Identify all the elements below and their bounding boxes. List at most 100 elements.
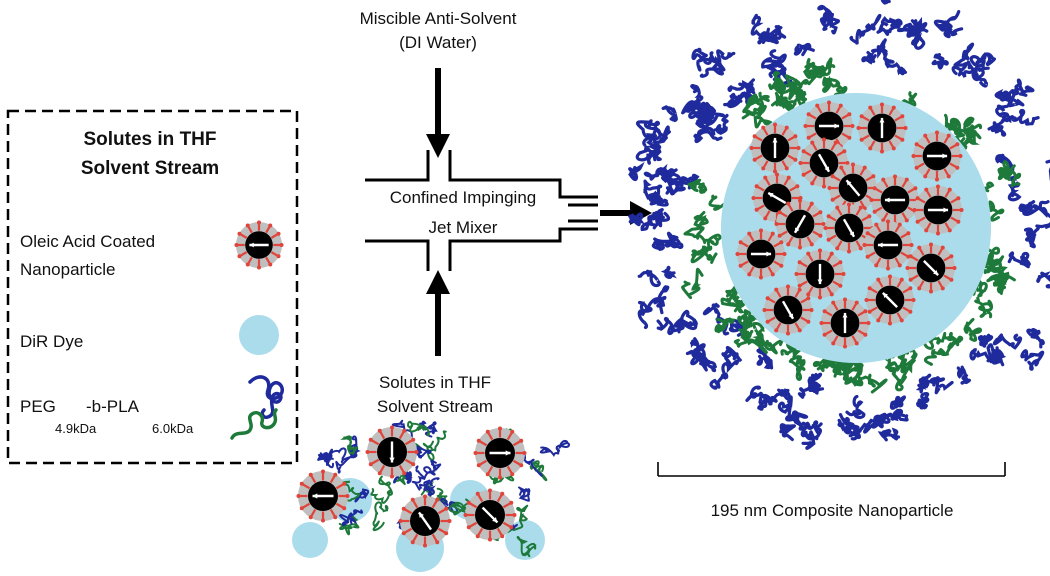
pla-layer-chain [844,372,888,394]
pla-chain [407,420,430,437]
peg-corona-chain [837,413,855,435]
pla-chain [338,514,360,536]
pla-layer-chain [757,91,770,116]
peg-corona-chain [1007,108,1040,126]
pla-chain [516,535,537,558]
peg-corona-chain [666,231,684,249]
nanoparticle [463,488,517,542]
solvent-label-line2: Solvent Stream [377,397,493,416]
pla-layer-chain [954,116,975,136]
pla-chain [512,504,529,532]
peg-corona-chain [845,394,866,420]
pla-layer-chain [997,164,1016,181]
pla-chain [370,475,393,504]
nanoparticle [862,219,914,271]
nanoparticle [735,228,787,280]
peg-corona-chain [880,0,891,5]
solvent-inlet-arrow [426,270,450,356]
peg-corona-chain [1020,349,1045,371]
antisolvent-label-line2: (DI Water) [399,33,477,52]
nanoparticle [864,274,916,326]
pla-layer-chain [733,329,754,348]
legend-title-line1: Solutes in THF [84,129,217,150]
nanoparticle [398,494,452,548]
peg-corona-chain [640,208,664,232]
peg-corona-chain [656,316,685,336]
pla-layer-chain [848,359,864,387]
scale-bar [657,462,1006,477]
peg-corona-chain [635,145,657,165]
peg-corona-chain [690,350,711,367]
pla-layer-chain [693,211,709,231]
legend-dye-label: DiR Dye [20,332,83,351]
peg-corona-chain [992,104,1012,128]
pla-layer-chain [703,238,719,264]
peg-corona-chain [995,153,1015,173]
peg-corona-chain [1018,200,1041,217]
peg-corona-chain [953,42,975,73]
legend-title-line2: Solvent Stream [81,158,219,179]
peg-corona-chain [1027,222,1050,238]
pla-layer-chain [899,358,916,384]
peg-corona-chain [931,53,949,70]
peg-corona-chain [660,265,677,279]
mixer-label-line2: Jet Mixer [429,218,498,237]
pla-layer-chain [681,267,704,300]
pla-layer-chain [714,317,736,334]
peg-corona-chain [966,55,986,82]
pla-chain [340,435,359,455]
pla-layer-chain [788,354,806,381]
peg-corona-chain [911,25,929,50]
peg-corona-chain [665,179,686,196]
peg-corona-chain [951,65,989,88]
peg-corona-chain [713,113,729,135]
antisolvent-label-line1: Miscible Anti-Solvent [360,9,517,28]
pla-chain [340,480,361,502]
scale-label: 195 nm Composite Nanoparticle [711,501,954,520]
peg-corona-chain [651,236,678,251]
pla-layer-chain [885,361,904,392]
pla-layer-chain [923,345,953,366]
peg-corona-chain [691,47,712,72]
peg-corona-chain [1024,227,1037,249]
legend-pla-mw: 6.0kDa [152,421,194,436]
pla-layer-chain [720,286,739,313]
peg-chain [319,448,333,466]
peg-corona-chain [987,121,1007,137]
peg-corona-chain [790,410,809,431]
peg-corona-chain [807,372,820,394]
peg-corona-chain [861,51,877,65]
peg-chain [411,465,430,492]
pla-layer-chain [752,322,765,347]
pla-layer-chain [963,318,982,342]
peg-corona-chain [723,91,746,109]
nanoparticle [827,162,879,214]
peg-corona-chain [708,51,726,76]
peg-corona-chain [721,345,743,367]
legend-nanoparticle-label-line2: Nanoparticle [20,260,115,279]
legend-nanoparticle-icon [234,220,284,270]
peg-corona-chain [628,212,646,227]
peg-corona-chain [877,427,901,442]
peg-corona-chain [635,120,663,162]
peg-corona-chain [871,38,888,61]
pla-layer-chain [822,75,841,93]
peg-corona-chain [871,412,891,429]
composite-nanoparticle [628,0,1050,450]
peg-corona-chain [941,21,964,39]
nanoparticle [912,184,964,236]
nanoparticle [749,122,801,174]
peg-chain [539,439,570,457]
pla-chain [529,460,548,482]
legend-box [6,109,299,465]
solvent-label-line1: Solutes in THF [379,373,491,392]
peg-chain [518,486,531,502]
nanoparticle [794,248,846,300]
peg-corona-chain [779,423,797,442]
peg-corona-chain [643,167,668,181]
nanoparticle [234,220,284,270]
nanoparticle [905,242,957,294]
peg-corona-chain [637,297,661,330]
nanoparticle [296,469,350,523]
pla-layer-chain [956,131,980,152]
